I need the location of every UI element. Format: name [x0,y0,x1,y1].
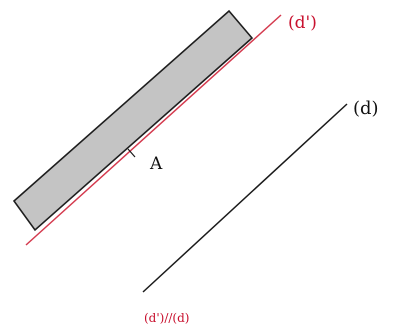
label-point-a: A [149,154,163,174]
label-d: (d) [353,98,379,119]
caption-parallel: (d')//(d) [144,311,189,325]
ruler [12,9,254,232]
line-d [142,103,348,293]
label-d-prime: (d') [288,13,317,33]
point-a-tick [127,148,136,158]
line-d-prime [25,14,282,246]
